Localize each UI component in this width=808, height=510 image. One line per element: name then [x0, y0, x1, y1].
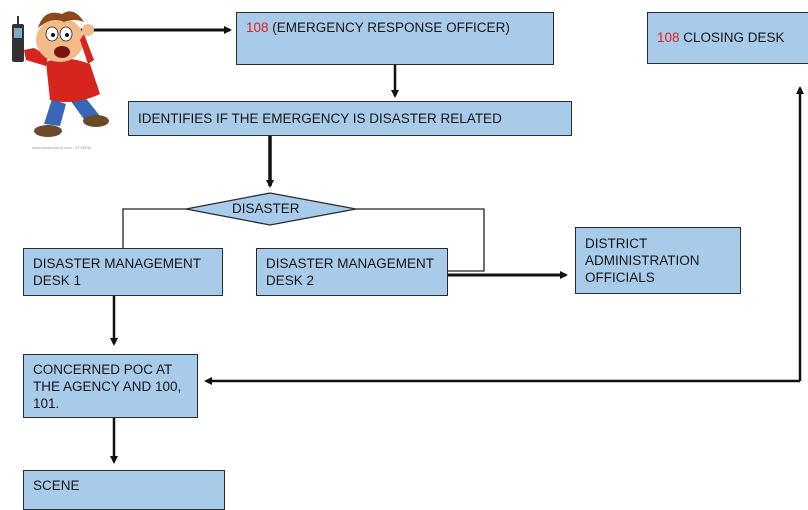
district-label: DISTRICT ADMINISTRATION OFFICIALS [585, 236, 700, 285]
closing-number: 108 [657, 30, 680, 45]
cartoon-man-with-phone-icon [12, 11, 109, 137]
closing-desk-box: 108 CLOSING DESK [647, 12, 808, 64]
disaster-label: DISASTER [232, 201, 300, 216]
scene-box: SCENE [23, 470, 225, 510]
scene-label: SCENE [33, 478, 80, 493]
identify-disaster-box: IDENTIFIES IF THE EMERGENCY IS DISASTER … [128, 101, 572, 136]
dmd2-label: DISASTER MANAGEMENT DESK 2 [266, 256, 434, 288]
poc-label: CONCERNED POC AT THE AGENCY AND 100, 101… [33, 362, 182, 411]
concerned-poc-box: CONCERNED POC AT THE AGENCY AND 100, 101… [23, 354, 198, 418]
district-administration-box: DISTRICT ADMINISTRATION OFFICIALS [575, 227, 741, 294]
disaster-management-desk-1-box: DISASTER MANAGEMENT DESK 1 [23, 248, 223, 296]
line-disaster-to-dmd1 [122, 208, 186, 248]
caller-image-watermark: www.shutterstock.com · 8778338 [32, 145, 91, 150]
identify-label: IDENTIFIES IF THE EMERGENCY IS DISASTER … [138, 111, 502, 126]
ero-number: 108 [246, 20, 269, 35]
ero-label: (EMERGENCY RESPONSE OFFICER) [268, 20, 510, 35]
emergency-response-officer-box: 108 (EMERGENCY RESPONSE OFFICER) [236, 12, 554, 65]
closing-label: CLOSING DESK [679, 30, 785, 45]
line-disaster-to-dmd2 [356, 208, 485, 272]
dmd1-label: DISASTER MANAGEMENT DESK 1 [33, 256, 201, 288]
disaster-management-desk-2-box: DISASTER MANAGEMENT DESK 2 [256, 248, 448, 296]
